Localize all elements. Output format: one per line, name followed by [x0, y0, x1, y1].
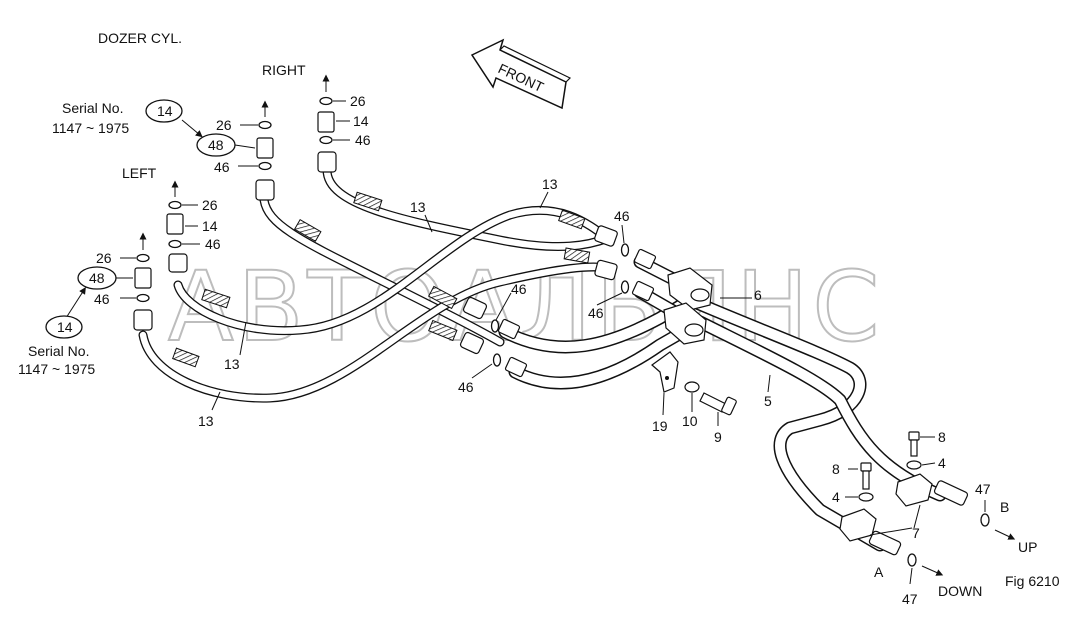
- callout-10: 10: [682, 413, 698, 429]
- port-b-label: B: [1000, 499, 1009, 515]
- callout-19: 19: [652, 418, 668, 434]
- hose-end-fittings: [133, 151, 657, 378]
- callout-8-left: 8: [832, 461, 840, 477]
- callout-13-c: 13: [224, 356, 240, 372]
- callout-14-top: 14: [157, 103, 173, 119]
- washers-4: [858, 460, 922, 502]
- serial-label-bottom: Serial No.: [28, 343, 89, 359]
- callout-circle-14-bottom: [45, 315, 83, 339]
- callout-46-right: 46: [355, 132, 371, 148]
- callout-26-left: 26: [202, 197, 218, 213]
- callout-circle-14-top: [145, 99, 183, 123]
- callout-6: 6: [754, 287, 762, 303]
- callout-circle-48-top: [196, 133, 236, 157]
- serial-range-top: 1147 ~ 1975: [52, 120, 129, 136]
- callout-9: 9: [714, 429, 722, 445]
- callout-4-left: 4: [832, 489, 840, 505]
- callout-46-hose-d: 46: [458, 379, 474, 395]
- hoses: [138, 165, 615, 403]
- bolt-9: [699, 392, 737, 416]
- serial-label-top: Serial No.: [62, 100, 123, 116]
- callout-46-far-left: 46: [94, 291, 110, 307]
- callout-26-mid: 26: [216, 117, 232, 133]
- figure-number: Fig 6210: [1005, 573, 1060, 589]
- callout-5: 5: [764, 393, 772, 409]
- callout-7: 7: [912, 525, 920, 541]
- callout-47-b: 47: [975, 481, 991, 497]
- callout-46-hose-c: 46: [511, 281, 527, 297]
- clamp-19: [651, 351, 679, 393]
- callout-46-hose-b: 46: [588, 305, 604, 321]
- callout-circle-48-left: [77, 266, 117, 290]
- washer-10: [684, 381, 700, 393]
- serial-range-bottom: 1147 ~ 1975: [18, 361, 95, 377]
- callout-46-hose-a: 46: [614, 208, 630, 224]
- callout-4-right: 4: [938, 455, 946, 471]
- tee-fittings: [663, 267, 713, 345]
- diagram-title: DOZER CYL.: [98, 30, 182, 46]
- o-rings: [136, 96, 990, 567]
- steel-pipes: [498, 255, 947, 552]
- right-label: RIGHT: [262, 62, 306, 78]
- callout-8-right: 8: [938, 429, 946, 445]
- port-a-label: A: [874, 564, 884, 580]
- front-arrow: FRONT: [470, 38, 572, 110]
- callout-13-b: 13: [542, 176, 558, 192]
- bolts-8: [860, 431, 920, 490]
- callout-14-right: 14: [353, 113, 369, 129]
- adapters: [134, 111, 335, 289]
- callout-48-top: 48: [208, 137, 224, 153]
- down-label: DOWN: [938, 583, 982, 599]
- callout-48-left: 48: [89, 270, 105, 286]
- callout-47-a: 47: [902, 591, 918, 607]
- port-end-fittings: [868, 480, 969, 556]
- callout-26-far-left: 26: [96, 250, 112, 266]
- callout-46-left: 46: [205, 236, 221, 252]
- callout-13-a: 13: [410, 199, 426, 215]
- leader-lines: [65, 100, 1016, 585]
- callout-46-mid: 46: [214, 159, 230, 175]
- port-direction-arrows: [139, 74, 330, 250]
- callout-14-bottom: 14: [57, 319, 73, 335]
- pipe-clamps-7: [839, 473, 933, 542]
- up-label: UP: [1018, 539, 1037, 555]
- callout-13-d: 13: [198, 413, 214, 429]
- left-label: LEFT: [122, 165, 157, 181]
- callout-14-left: 14: [202, 218, 218, 234]
- labels: RIGHT LEFT Serial No. 1147 ~ 1975 Serial…: [18, 62, 1037, 607]
- callout-26-right: 26: [350, 93, 366, 109]
